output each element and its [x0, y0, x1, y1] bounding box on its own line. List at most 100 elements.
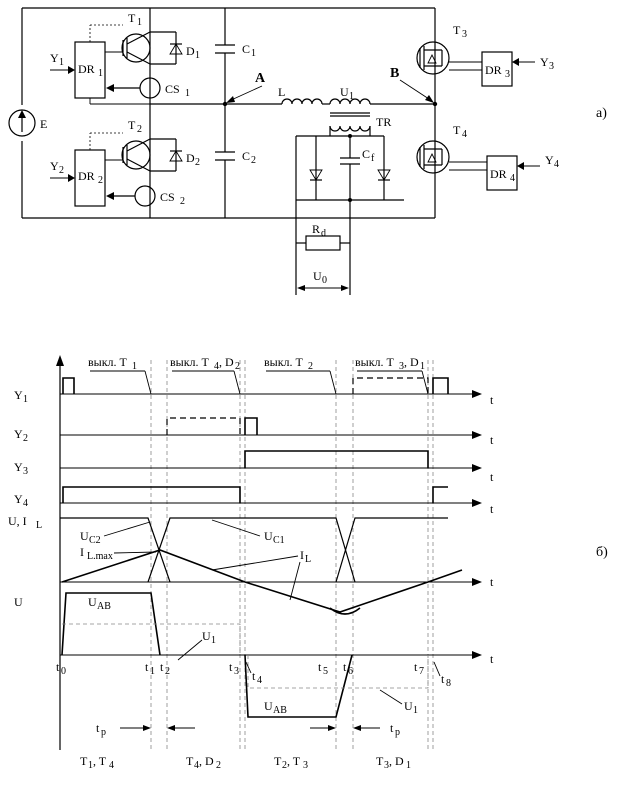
interval-1-bsub: 4 — [109, 760, 114, 771]
label-cs1-sub: 1 — [185, 88, 190, 99]
curve-u1b-sub: 1 — [413, 705, 418, 716]
label-y3-sub: 3 — [549, 61, 554, 72]
axis-t-y4: t — [490, 502, 494, 516]
tp-label-2: t — [390, 721, 394, 735]
label-t1-sub: 1 — [137, 17, 142, 28]
label-y3: Y — [540, 55, 549, 69]
event-off-t3d1-b: , D — [404, 355, 419, 369]
axis-t-u: t — [490, 652, 494, 666]
timing-diagram: выкл. T 1 выкл. T 4 , D 2 выкл. T 2 выкл… — [8, 355, 608, 771]
tick-t2-sub: 2 — [165, 666, 170, 677]
axis-t-y3: t — [490, 470, 494, 484]
label-e: E — [40, 117, 47, 131]
event-off-t3d1: выкл. T — [355, 355, 395, 369]
label-b: B — [390, 66, 399, 81]
label-c1: C — [242, 42, 250, 56]
label-cs1: CS — [165, 82, 180, 96]
curve-uab-sub: AB — [97, 601, 111, 612]
row-uil: U, I — [8, 514, 27, 528]
tick-t8: t — [441, 672, 445, 686]
label-y1: Y — [50, 51, 59, 65]
curve-uc1-label: U — [264, 529, 273, 543]
interval-1: T — [80, 754, 88, 768]
tick-t5: t — [318, 660, 322, 674]
resistor-rd: R d U 0 — [295, 222, 351, 295]
label-part-b: б) — [596, 545, 608, 560]
curve-uab-label: U — [88, 595, 97, 609]
label-part-a: а) — [596, 106, 607, 121]
capacitor-c1: C 1 — [215, 42, 256, 59]
interval-3: T — [274, 754, 282, 768]
label-y4: Y — [545, 153, 554, 167]
tick-t2: t — [160, 660, 164, 674]
event-off-t4d2-bsub: 2 — [235, 361, 240, 372]
interval-4-bsub: 1 — [406, 760, 411, 771]
label-d1-sub: 1 — [195, 50, 200, 61]
label-cs2-sub: 2 — [180, 196, 185, 207]
interval-1-b: , T — [93, 754, 107, 768]
event-off-t2: выкл. T — [264, 355, 304, 369]
tick-t8-sub: 8 — [446, 678, 451, 689]
tick-t1-sub: 1 — [150, 666, 155, 677]
label-d2-sub: 2 — [195, 157, 200, 168]
diode-d2: D 2 — [150, 138, 200, 172]
axis-t-y2: t — [490, 433, 494, 447]
row-y1-sub: 1 — [23, 394, 28, 405]
interval-2-bsub: 2 — [216, 760, 221, 771]
event-off-t1-sub: 1 — [132, 361, 137, 372]
label-rd: R — [312, 222, 320, 236]
event-off-t2-sub: 2 — [308, 361, 313, 372]
dead-time-markers: t p t p — [96, 721, 400, 738]
row-y3-sub: 3 — [23, 466, 28, 477]
curve-u1-label: U — [202, 629, 211, 643]
label-u0-sub: 0 — [322, 275, 327, 286]
tick-t7-sub: 7 — [419, 666, 424, 677]
row-y1: Y — [14, 388, 23, 402]
label-cf: C — [362, 147, 370, 161]
label-l: L — [278, 85, 285, 99]
diode-d1: D 1 — [150, 31, 200, 65]
axis-t-uil: t — [490, 575, 494, 589]
label-dr2-sub: 2 — [98, 175, 103, 186]
interval-2-sub: 4 — [194, 760, 199, 771]
tick-t3: t — [229, 660, 233, 674]
event-off-t4d2: выкл. T — [170, 355, 210, 369]
mosfet-t3: T 3 — [416, 23, 482, 75]
circuit-diagram: E T 1 D 1 CS 1 — [8, 7, 607, 295]
label-dr3-sub: 3 — [505, 69, 510, 80]
label-cf-sub: f — [371, 153, 375, 164]
tick-t4-sub: 4 — [257, 675, 262, 686]
label-c2-sub: 2 — [251, 155, 256, 166]
label-d1: D — [186, 44, 195, 58]
transformer-tr: TR — [316, 112, 391, 202]
label-t3-sub: 3 — [462, 29, 467, 40]
label-dr1-sub: 1 — [98, 68, 103, 79]
curve-u1-sub: 1 — [211, 635, 216, 646]
label-t4: T — [453, 123, 461, 137]
label-c1-sub: 1 — [251, 48, 256, 59]
curve-uab2-sub: AB — [273, 705, 287, 716]
curve-il-sub: L — [305, 554, 311, 565]
row-y4-sub: 4 — [23, 498, 28, 509]
label-c2: C — [242, 149, 250, 163]
row-y2: Y — [14, 427, 23, 441]
label-dr1: DR — [78, 62, 95, 76]
label-dr4-sub: 4 — [510, 173, 515, 184]
event-off-t4d2-sub: 4 — [214, 361, 219, 372]
current-sensor-cs1: CS 1 — [106, 77, 190, 99]
tick-t1: t — [145, 660, 149, 674]
interval-4: T — [376, 754, 384, 768]
interval-4-b: , D — [389, 754, 404, 768]
label-dr2: DR — [78, 169, 95, 183]
tick-t6: t — [343, 660, 347, 674]
curve-ilmax-sub: L.max — [87, 551, 113, 562]
label-t3: T — [453, 23, 461, 37]
label-dr3: DR — [485, 63, 502, 77]
interval-2-b: , D — [199, 754, 214, 768]
tp-label-2-sub: p — [395, 727, 400, 738]
driver-dr4: DR 4 Y 4 — [486, 153, 559, 191]
interval-3-bsub: 3 — [303, 760, 308, 771]
interval-3-b: , T — [287, 754, 301, 768]
transistor-t2: T 2 — [121, 118, 151, 172]
